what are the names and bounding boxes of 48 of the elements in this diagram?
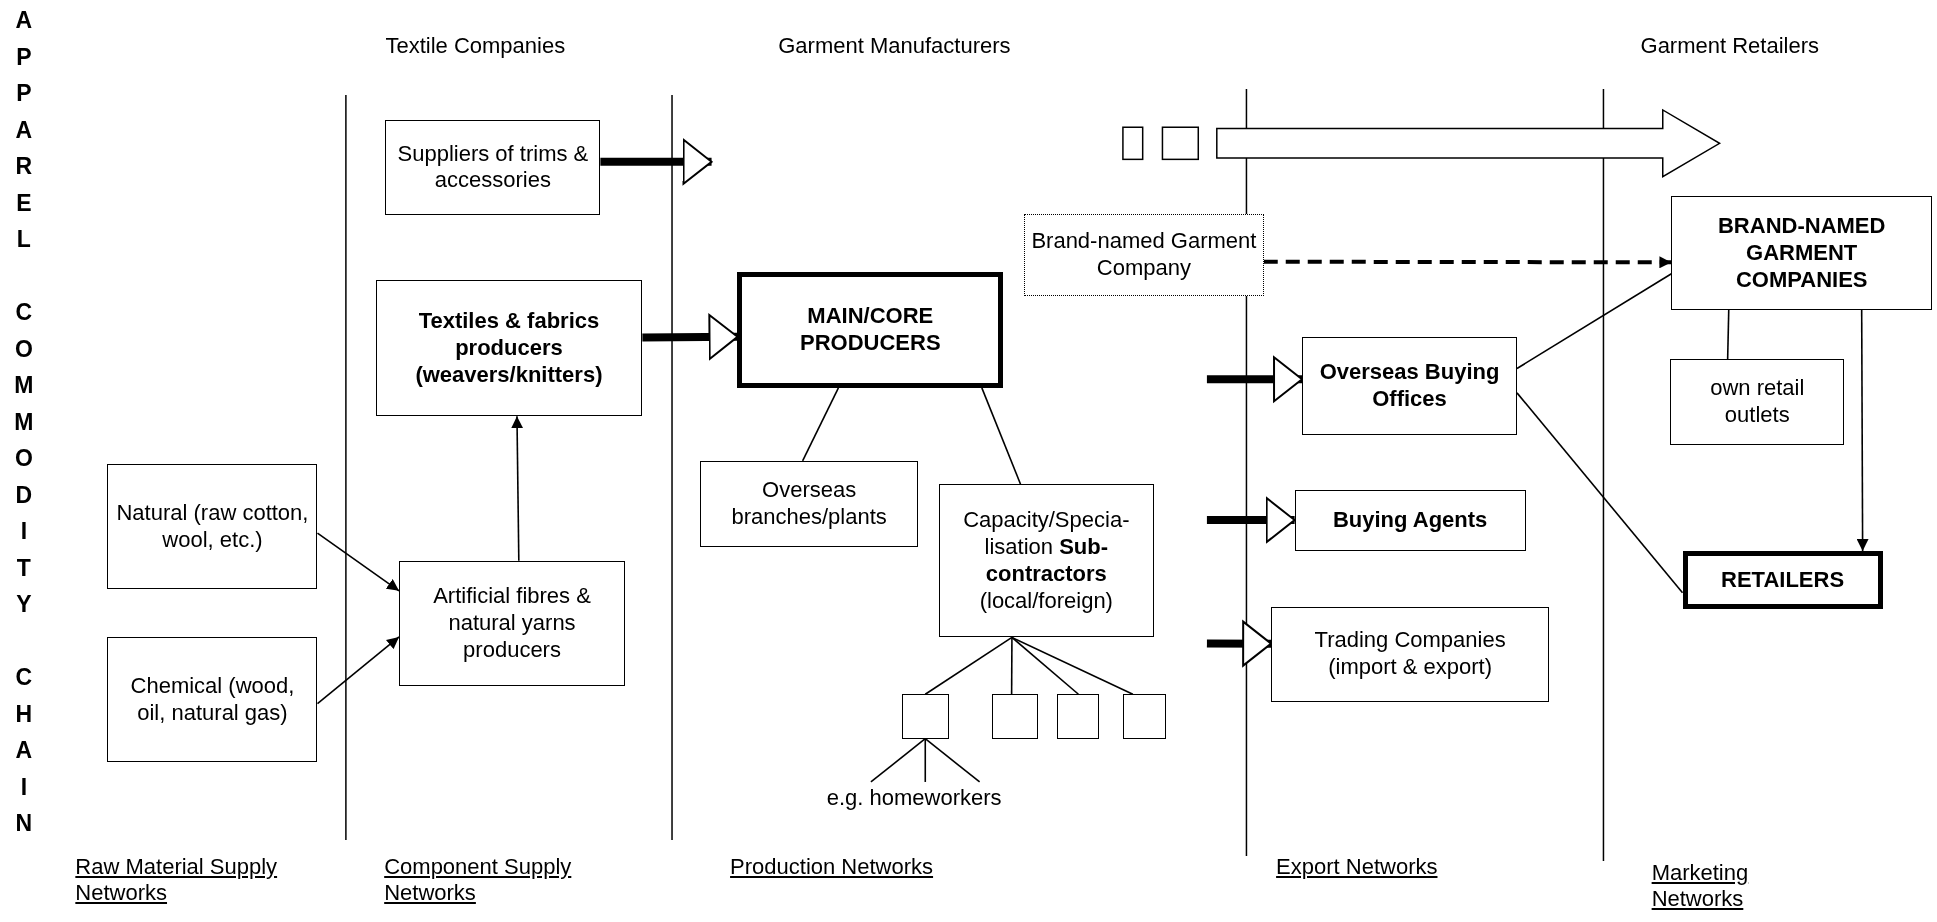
column-footer: Production Networks bbox=[730, 853, 934, 880]
column-header: Garment Retailers bbox=[1640, 33, 1820, 60]
column-footer: Export Networks bbox=[1276, 853, 1438, 880]
column-footer: Component Supply Networks bbox=[384, 853, 644, 907]
vertical-title: APPAREL COMMODITY CHAIN bbox=[9, 7, 37, 847]
column-header: Textile Companies bbox=[385, 33, 566, 60]
connector-line bbox=[1726, 309, 1730, 361]
process-box: Natural (raw cotton, wool, etc.) bbox=[107, 464, 318, 590]
thick-arrow bbox=[600, 138, 713, 185]
process-box: Artificial fibres & natural yarns producers bbox=[399, 560, 626, 686]
connector-line bbox=[924, 737, 927, 783]
small-box bbox=[901, 694, 949, 739]
column-footer: Raw Material Supply Networks bbox=[75, 853, 335, 907]
process-box: Trading Companies (import & export) bbox=[1271, 606, 1550, 702]
dashed-arrow bbox=[1263, 256, 1672, 269]
process-box: Buying Agents bbox=[1294, 490, 1526, 551]
process-box: Overseas Buying Offices bbox=[1302, 337, 1517, 435]
process-box: Suppliers of trims & accessories bbox=[385, 119, 601, 215]
arrow bbox=[511, 415, 524, 562]
arrow bbox=[316, 636, 400, 705]
connector-line bbox=[1011, 636, 1080, 696]
small-box bbox=[1122, 694, 1167, 739]
small-box bbox=[991, 694, 1038, 739]
small-box bbox=[1057, 694, 1100, 739]
connector-line bbox=[924, 636, 1013, 696]
process-box: Brand-named Garment Company bbox=[1024, 213, 1264, 297]
arrow bbox=[1856, 309, 1869, 552]
connector-line bbox=[1010, 636, 1013, 696]
connector-line bbox=[801, 387, 840, 462]
process-box: Textiles & fabrics producers (weavers/knitters) bbox=[375, 280, 643, 417]
process-box: RETAILERS bbox=[1682, 550, 1883, 609]
process-box: Overseas branches/plants bbox=[700, 460, 918, 548]
process-box: BRAND-NAMED GARMENT COMPANIES bbox=[1671, 196, 1933, 311]
process-box: MAIN/CORE PRODUCERS bbox=[737, 271, 1004, 388]
column-header: Garment Manufacturers bbox=[778, 33, 1011, 60]
connector-line bbox=[870, 737, 927, 783]
process-box: own retail outlets bbox=[1670, 359, 1845, 445]
process-box: Chemical (wood, oil, natural gas) bbox=[107, 637, 318, 763]
arrow bbox=[316, 532, 400, 592]
thick-arrow bbox=[642, 314, 739, 360]
connector-line bbox=[924, 737, 981, 783]
column-footer: Marketing Networks bbox=[1651, 859, 1800, 913]
connector-line bbox=[1516, 392, 1684, 594]
text-label: e.g. homeworkers bbox=[790, 781, 1038, 815]
connector-line bbox=[1011, 636, 1134, 696]
process-box: Capacity/Specia-lisation Sub-contractors (local/foreign) bbox=[938, 484, 1154, 638]
connector-line bbox=[981, 387, 1022, 486]
connector-line bbox=[1516, 272, 1673, 370]
